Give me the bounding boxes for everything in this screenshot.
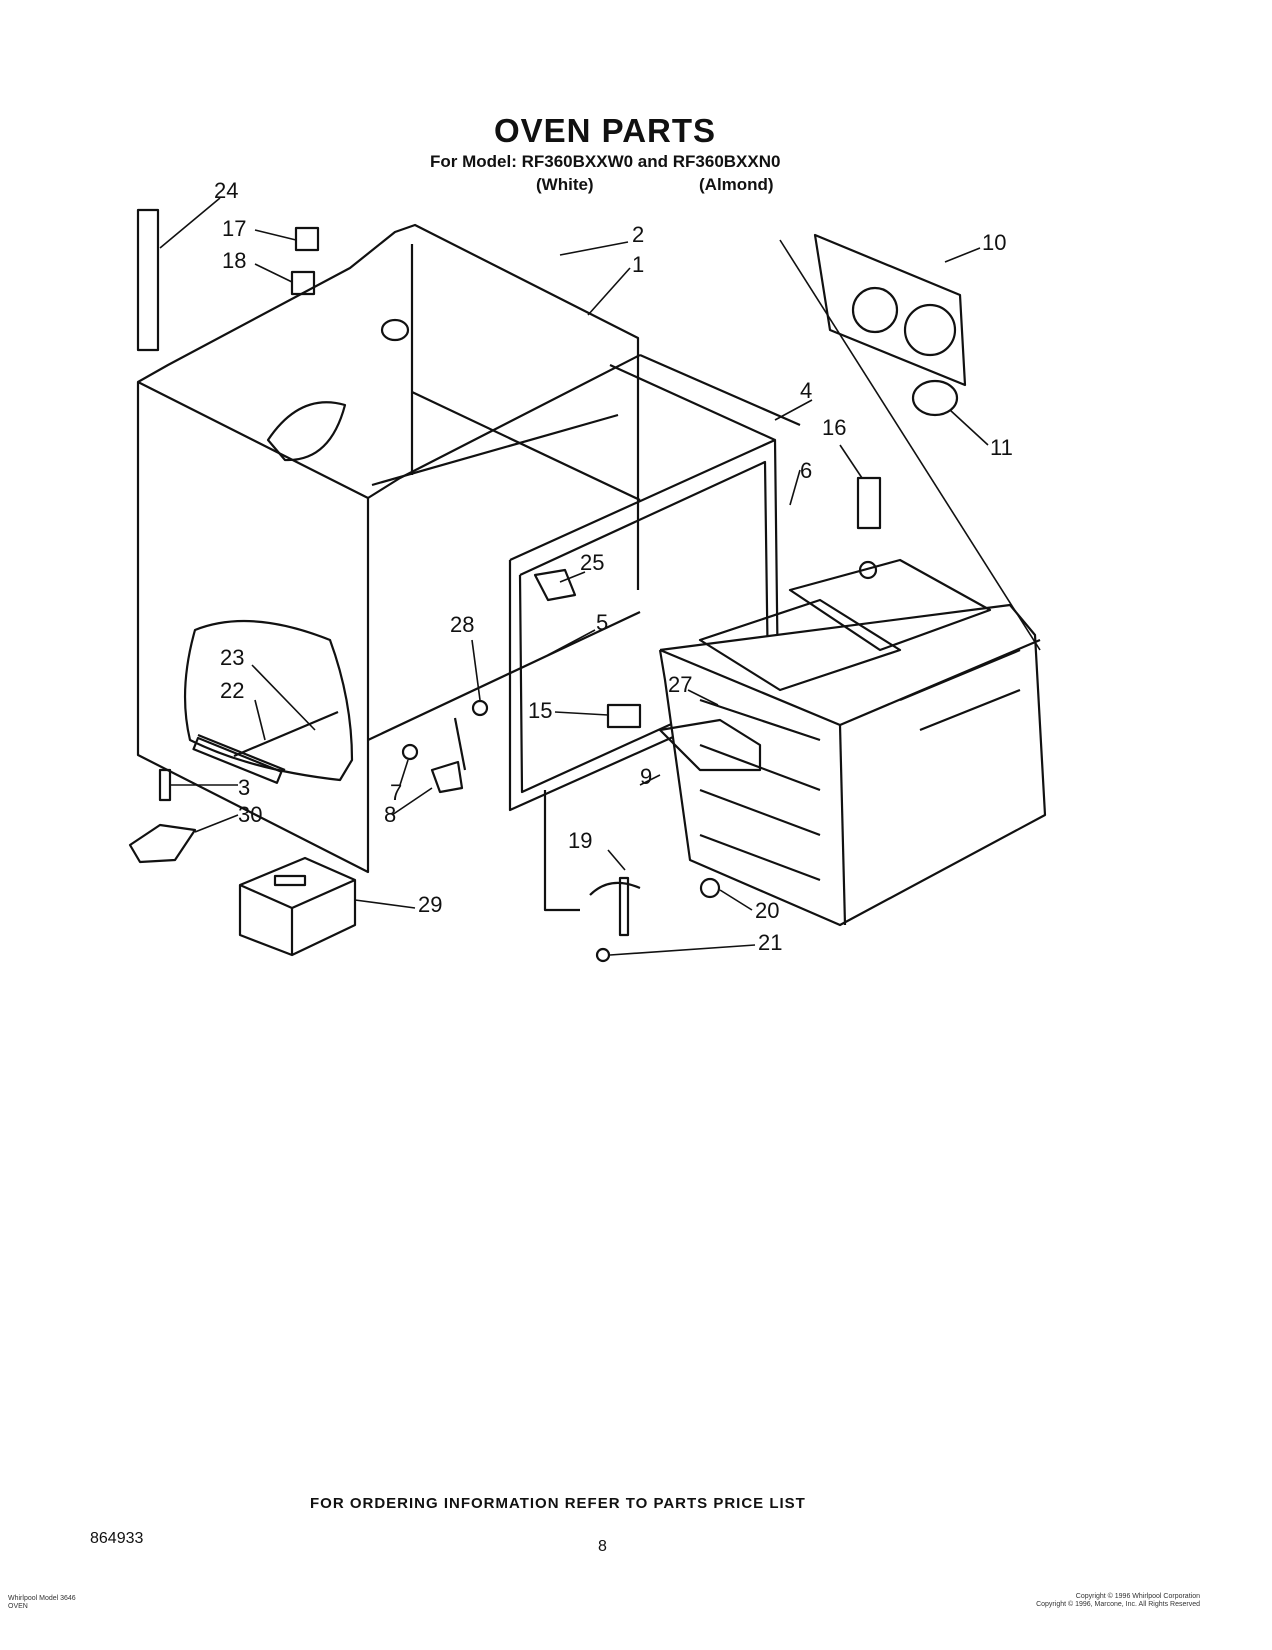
- page-title: OVEN PARTS: [493, 112, 717, 149]
- callout-4: 4: [800, 378, 812, 403]
- small-parts: [128, 208, 967, 963]
- callout-11: 11: [990, 435, 1013, 460]
- storage-drawer: [238, 856, 357, 957]
- model-subtitle: For Model: RF360BXXW0 and RF360BXXN0: [430, 152, 781, 171]
- callout-2: 2: [632, 222, 644, 247]
- callout-30: 30: [238, 802, 262, 827]
- fine-print-right: Copyright © 1996 Whirlpool Corporation C…: [990, 1593, 1200, 1609]
- callout-29: 29: [418, 892, 442, 917]
- fine-print-left: Whirlpool Model 3646 OVEN: [8, 1595, 76, 1611]
- callout-7: 7: [390, 780, 402, 805]
- callout-20: 20: [755, 898, 779, 923]
- callout-9: 9: [640, 764, 652, 789]
- document-number: 864933: [90, 1530, 144, 1547]
- callout-28: 28: [450, 612, 474, 637]
- ordering-note: FOR ORDERING INFORMATION REFER TO PARTS …: [310, 1495, 806, 1512]
- callout-16: 16: [822, 415, 846, 440]
- page-number: 8: [598, 1538, 607, 1555]
- callout-23: 23: [220, 645, 244, 670]
- callout-10: 10: [982, 230, 1006, 255]
- callout-5: 5: [596, 610, 608, 635]
- callout-8: 8: [384, 802, 396, 827]
- variant-almond-label: (Almond): [699, 175, 774, 194]
- fine-print-left-line-2: OVEN: [8, 1603, 28, 1610]
- callout-6: 6: [800, 458, 812, 483]
- callout-18: 18: [222, 248, 246, 273]
- oven-cabinet: [136, 223, 801, 874]
- callout-3: 3: [238, 775, 250, 800]
- callout-22: 22: [220, 678, 244, 703]
- fine-print-left-line-1: Whirlpool Model 3646: [8, 1595, 76, 1602]
- variant-white-label: (White): [536, 175, 594, 194]
- callout-15: 15: [528, 698, 552, 723]
- callout-1: 1: [632, 252, 644, 277]
- callout-24: 24: [214, 178, 238, 203]
- callout-19: 19: [568, 828, 592, 853]
- fine-print-right-line-2: Copyright © 1996, Marcone, Inc. All Righ…: [1036, 1601, 1200, 1608]
- leader-lines: [159, 197, 1041, 956]
- fine-print-right-line-1: Copyright © 1996 Whirlpool Corporation: [1075, 1593, 1200, 1600]
- callout-21: 21: [758, 930, 782, 955]
- callout-25: 25: [580, 550, 604, 575]
- oven-liner: [658, 558, 1047, 927]
- callout-17: 17: [222, 216, 246, 241]
- callout-27: 27: [668, 672, 692, 697]
